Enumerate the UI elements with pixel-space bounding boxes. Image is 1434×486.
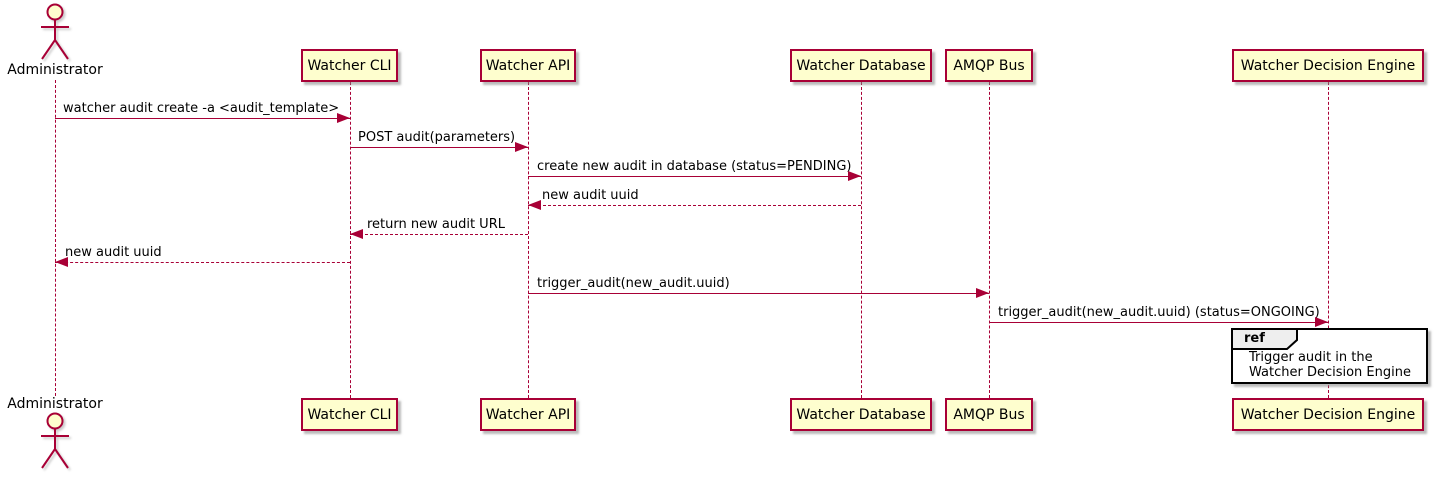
message-label-8: trigger_audit(new_audit.uuid) (status=ON… — [998, 305, 1320, 320]
arrowhead-left-icon — [528, 200, 541, 210]
message-line-3 — [528, 176, 861, 177]
participant-watcher-decision-engine-bottom: Watcher Decision Engine — [1232, 398, 1424, 431]
lifeline-watcher-api — [528, 82, 529, 398]
participant-watcher-api-bottom: Watcher API — [480, 398, 576, 431]
message-line-6 — [55, 262, 350, 263]
arrowhead-right-icon — [976, 288, 989, 298]
actor-icon — [41, 412, 69, 469]
ref-text-line-1: Trigger audit in the — [1249, 350, 1373, 365]
lifeline-watcher-decision-engine — [1328, 82, 1329, 398]
message-line-7 — [528, 293, 989, 294]
message-label-4: new audit uuid — [542, 188, 639, 203]
ref-fragment: ref Trigger audit in the Watcher Decisio… — [1231, 328, 1428, 384]
message-line-4 — [528, 205, 861, 206]
message-label-2: POST audit(parameters) — [358, 130, 516, 145]
arrowhead-left-icon — [55, 257, 68, 267]
participant-watcher-database-top: Watcher Database — [790, 49, 932, 82]
arrowhead-right-icon — [337, 113, 350, 123]
message-line-2 — [350, 147, 528, 148]
participant-amqp-bus-top: AMQP Bus — [945, 49, 1033, 82]
message-line-8 — [989, 322, 1328, 323]
arrowhead-right-icon — [848, 171, 861, 181]
message-label-5: return new audit URL — [367, 217, 505, 232]
actor-icon — [41, 3, 69, 60]
ref-tab-icon — [1231, 328, 1298, 350]
ref-tab-label: ref — [1244, 331, 1265, 346]
participant-watcher-decision-engine-top: Watcher Decision Engine — [1232, 49, 1424, 82]
ref-text-line-2: Watcher Decision Engine — [1249, 365, 1411, 380]
participant-amqp-bus-bottom: AMQP Bus — [945, 398, 1033, 431]
message-line-5 — [350, 234, 528, 235]
actor-label-bottom: Administrator — [7, 396, 103, 412]
actor-label-top: Administrator — [7, 62, 103, 78]
participant-watcher-api-top: Watcher API — [480, 49, 576, 82]
participant-watcher-cli-bottom: Watcher CLI — [301, 398, 398, 431]
ref-fragment-text: Trigger audit in the Watcher Decision En… — [1249, 350, 1411, 380]
arrowhead-left-icon — [350, 229, 363, 239]
message-label-3: create new audit in database (status=PEN… — [537, 159, 852, 174]
participant-watcher-database-bottom: Watcher Database — [790, 398, 932, 431]
lifeline-watcher-cli — [350, 82, 351, 398]
message-label-7: trigger_audit(new_audit.uuid) — [537, 276, 730, 291]
participant-watcher-cli-top: Watcher CLI — [301, 49, 398, 82]
arrowhead-right-icon — [515, 142, 528, 152]
message-label-1: watcher audit create -a <audit_template> — [63, 101, 340, 116]
arrowhead-right-icon — [1315, 317, 1328, 327]
lifeline-administrator — [55, 80, 56, 396]
lifeline-amqp-bus — [989, 82, 990, 398]
message-line-1 — [55, 118, 350, 119]
message-label-6: new audit uuid — [65, 245, 162, 260]
lifeline-watcher-database — [861, 82, 862, 398]
